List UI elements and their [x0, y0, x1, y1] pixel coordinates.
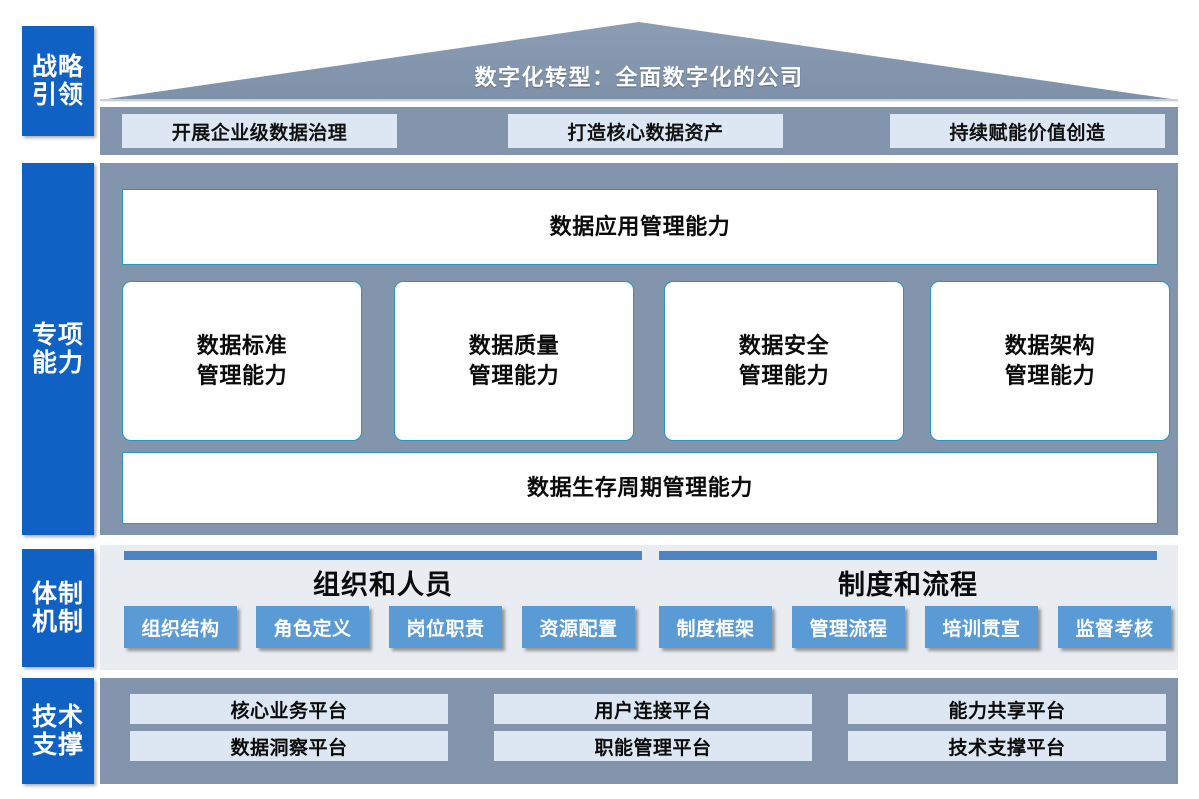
- strategy-chip-1[interactable]: 开展企业级数据治理: [122, 114, 397, 148]
- rail-system-mechanism-line2: 机制: [31, 608, 84, 636]
- mechanism-group-1-bar: [124, 551, 642, 560]
- mechanism-chip-job-duty[interactable]: 岗位职责: [389, 606, 502, 648]
- mechanism-chip-resource-allocation[interactable]: 资源配置: [522, 606, 635, 648]
- rail-technology-support-line2: 支撑: [31, 731, 84, 759]
- mechanism-chip-supervision-assessment[interactable]: 监督考核: [1058, 606, 1171, 648]
- mechanism-chip-role-definition[interactable]: 角色定义: [256, 606, 369, 648]
- technology-box-capability-sharing[interactable]: 能力共享平台: [848, 694, 1166, 724]
- rail-strategy[interactable]: 战略 引领: [22, 26, 94, 136]
- mechanism-chip-training-promotion[interactable]: 培训贯宣: [925, 606, 1038, 648]
- rail-strategy-line2: 引领: [31, 81, 84, 109]
- capability-card-application[interactable]: 数据应用管理能力: [122, 189, 1158, 265]
- capability-card-standard[interactable]: 数据标准 管理能力: [122, 281, 362, 441]
- technology-box-user-connection[interactable]: 用户连接平台: [494, 694, 812, 724]
- rail-technology-support[interactable]: 技术 支撑: [22, 678, 94, 784]
- mechanism-chip-system-framework[interactable]: 制度框架: [659, 606, 772, 648]
- rail-strategy-line1: 战略: [31, 53, 84, 81]
- rail-technology-support-line1: 技术: [31, 703, 84, 731]
- technology-box-core-business[interactable]: 核心业务平台: [130, 694, 448, 724]
- mechanism-chip-org-structure[interactable]: 组织结构: [124, 606, 237, 648]
- diagram-title: 数字化转型：全面数字化的公司: [474, 65, 804, 90]
- roof-shape: [100, 22, 1178, 102]
- rail-system-mechanism[interactable]: 体制 机制: [22, 549, 94, 667]
- capability-card-security[interactable]: 数据安全 管理能力: [664, 281, 904, 441]
- capability-card-architecture[interactable]: 数据架构 管理能力: [930, 281, 1170, 441]
- technology-box-technology-support[interactable]: 技术支撑平台: [848, 731, 1166, 761]
- mechanism-chip-management-process[interactable]: 管理流程: [792, 606, 905, 648]
- rail-special-capability[interactable]: 专项 能力: [22, 163, 94, 535]
- capability-card-quality[interactable]: 数据质量 管理能力: [394, 281, 634, 441]
- capability-card-lifecycle[interactable]: 数据生存周期管理能力: [122, 452, 1158, 524]
- rail-special-capability-line1: 专项: [31, 321, 84, 349]
- mechanism-group-2-bar: [659, 551, 1157, 560]
- roof-triangle-icon: [100, 22, 1178, 102]
- technology-box-function-management[interactable]: 职能管理平台: [494, 731, 812, 761]
- strategy-chip-3[interactable]: 持续赋能价值创造: [890, 114, 1165, 148]
- rail-system-mechanism-line1: 体制: [31, 580, 84, 608]
- mechanism-group-2-title: 制度和流程: [838, 570, 978, 600]
- technology-box-data-insight[interactable]: 数据洞察平台: [130, 731, 448, 761]
- strategy-chip-2[interactable]: 打造核心数据资产: [508, 114, 783, 148]
- mechanism-group-1-title: 组织和人员: [313, 570, 453, 600]
- rail-special-capability-line2: 能力: [31, 349, 84, 377]
